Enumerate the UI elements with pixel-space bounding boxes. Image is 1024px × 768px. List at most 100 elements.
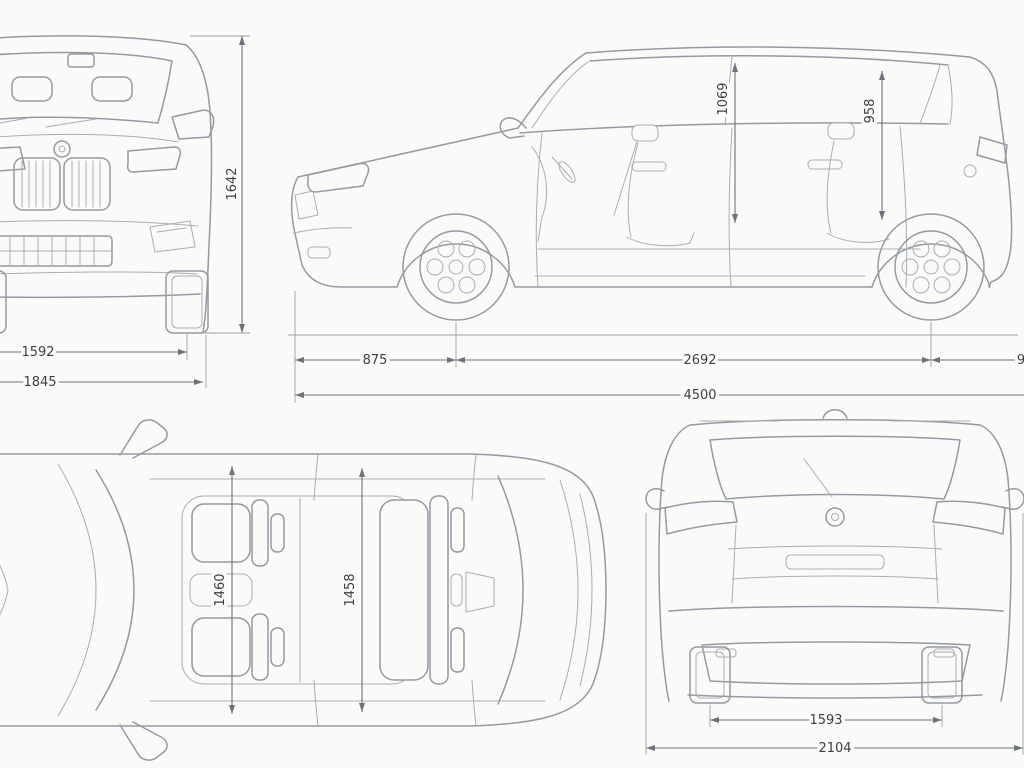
taillight-right xyxy=(932,500,1006,535)
rear-bench-plan xyxy=(379,495,495,685)
front-door-cut-rear xyxy=(728,127,733,288)
body-outline xyxy=(0,453,607,727)
front-seat-backrest-top xyxy=(251,499,269,567)
wiper-right xyxy=(45,118,97,128)
rear-wheel xyxy=(877,213,985,321)
front-seats-plan xyxy=(189,499,285,681)
rear-seat-headrest xyxy=(827,122,855,140)
rear-seat-backrest xyxy=(826,140,835,234)
door-seam-ticks xyxy=(313,454,477,726)
front-overhang-label: 875 xyxy=(363,353,388,368)
rear-body-side-right xyxy=(979,424,1012,702)
rear-wheel-right xyxy=(921,646,963,704)
door-handle-front xyxy=(631,161,667,172)
grille-bars-left xyxy=(21,160,51,208)
top-dimensions: 1460 1458 xyxy=(210,466,365,714)
bmw-roundel-rear xyxy=(825,507,845,527)
rear-window xyxy=(709,435,961,500)
side-intake-right xyxy=(149,220,196,253)
rear-headrest-bottom xyxy=(450,627,465,673)
overall-height-label: 1642 xyxy=(225,167,240,200)
front-door-cut-front xyxy=(535,132,543,288)
center-console xyxy=(189,573,253,607)
top-view: 1460 1458 xyxy=(0,419,607,761)
front-windshield xyxy=(0,51,173,124)
rear-spoke xyxy=(943,258,961,276)
tailgate-crease-upper xyxy=(727,545,943,550)
interior-width-rear-label: 1458 xyxy=(343,573,358,606)
cowl-arc xyxy=(57,463,97,717)
lower-body-line xyxy=(0,271,198,275)
fuel-cap xyxy=(963,164,977,178)
windshield-arc xyxy=(95,469,135,711)
rear-bumper-top xyxy=(668,605,1004,612)
rear-headrest-center xyxy=(450,573,463,607)
interior-height-front-label: 1069 xyxy=(716,82,731,115)
antenna-fin xyxy=(822,409,848,419)
rear-bench-cushion xyxy=(379,499,429,681)
interior-height-rear-label: 958 xyxy=(863,99,878,124)
side-car xyxy=(288,46,1018,336)
front-spoke xyxy=(458,276,476,294)
hood-crease xyxy=(0,133,179,143)
wheelbase-label: 2692 xyxy=(683,353,716,368)
top-car xyxy=(0,419,607,761)
rear-bumper-bottom xyxy=(687,694,983,699)
front-tire xyxy=(402,213,510,321)
rear-hub xyxy=(923,259,939,275)
rear-view: 1593 2104 xyxy=(645,409,1024,760)
rear-spoke xyxy=(933,276,951,294)
front-spoke xyxy=(458,240,476,258)
rear-seat-cushion xyxy=(826,232,890,243)
reflector-left xyxy=(715,648,737,658)
front-wheel-right-rim xyxy=(171,275,203,329)
front-wheel-arch xyxy=(396,243,516,288)
diffuser xyxy=(701,641,971,685)
hood-crease-top xyxy=(0,564,9,591)
rear-spoke xyxy=(912,240,930,258)
rear-spoke xyxy=(901,258,919,276)
rear-wheel-left xyxy=(689,646,731,704)
cargo-detail xyxy=(465,571,495,613)
rearview-mirror xyxy=(67,53,95,68)
mirror-left-rear xyxy=(645,488,669,510)
front-dimensions: 1642 1592 1845 xyxy=(0,35,250,394)
taillight-side xyxy=(976,136,1008,164)
rear-window-edge xyxy=(947,64,953,125)
rear-body-side-left xyxy=(658,424,691,702)
rear-dimensions: 1593 2104 xyxy=(645,513,1024,760)
front-spoke xyxy=(437,240,455,258)
front-spoke xyxy=(437,276,455,294)
interior-width-front-label: 1460 xyxy=(213,573,228,606)
side-view: 1069 958 875 2692 9 4500 xyxy=(288,46,1024,407)
front-hub xyxy=(448,259,464,275)
mirror-bottom xyxy=(119,721,168,761)
reflector-right xyxy=(933,648,955,658)
mirror-width-label: 2104 xyxy=(818,741,851,756)
side-mirror xyxy=(499,117,527,139)
front-seat-cushion-top xyxy=(191,503,251,563)
rear-car xyxy=(645,409,1024,704)
window-top-line xyxy=(589,55,949,66)
mirror-top xyxy=(119,419,168,459)
front-seat-cushion-bottom xyxy=(191,617,251,677)
kidney-grille-left xyxy=(13,157,61,211)
bmw-roundel xyxy=(53,140,71,158)
beltline xyxy=(519,122,949,134)
front-rim xyxy=(419,230,493,304)
rear-tire xyxy=(877,213,985,321)
fog-light xyxy=(307,246,331,259)
wiper-left xyxy=(0,117,29,124)
rear-overhang-partial-label: 9 xyxy=(1017,353,1024,368)
front-seat-backrest-bottom xyxy=(251,613,269,681)
front-seat-headrest xyxy=(631,124,659,142)
front-bumper-bottom xyxy=(0,293,201,299)
rear-wheel-left-rim xyxy=(695,651,725,699)
a-pillar xyxy=(517,52,587,129)
front-headrest-right xyxy=(91,76,133,102)
mirror-right-rear xyxy=(1001,488,1024,510)
grille-bars-right xyxy=(71,160,101,208)
rear-rim xyxy=(894,230,968,304)
rear-spoke xyxy=(912,276,930,294)
front-fascia xyxy=(290,176,398,288)
